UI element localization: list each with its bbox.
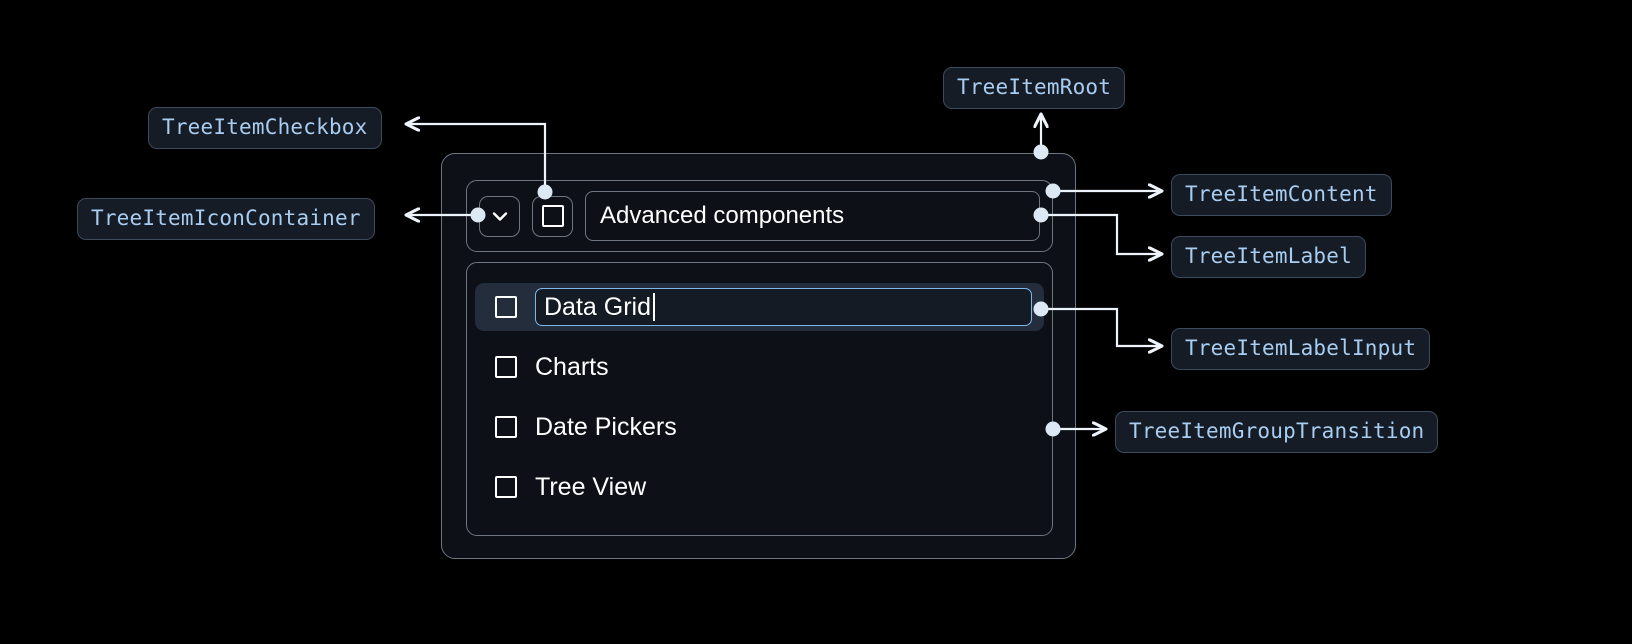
tree-item-label-input-value: Data Grid [544,292,651,321]
tree-item-label[interactable]: Advanced components [585,191,1040,241]
annotation-tree-item-root: TreeItemRoot [943,67,1126,109]
annotation-tree-item-group-transition: TreeItemGroupTransition [1115,411,1439,453]
tree-item-root[interactable]: Advanced components Data Grid Charts Dat… [441,153,1076,559]
annotation-tree-item-checkbox: TreeItemCheckbox [148,107,382,149]
tree-item-content[interactable]: Advanced components [466,180,1053,252]
tree-item-child-row[interactable]: Date Pickers [475,403,1044,451]
tree-item-child-row[interactable]: Charts [475,343,1044,391]
tree-item-icon-container[interactable] [479,195,520,237]
checkbox-box-icon [541,205,564,227]
tree-item-child-row[interactable]: Tree View [475,463,1044,511]
tree-item-label: Charts [535,352,609,381]
chevron-down-icon [492,212,507,221]
tree-item-label: Tree View [535,472,647,501]
tree-item-label-input[interactable]: Data Grid [535,288,1032,326]
text-caret [652,293,655,321]
tree-item-checkbox[interactable] [495,416,517,438]
tree-item-checkbox[interactable] [495,476,517,498]
annotation-tree-item-label-input: TreeItemLabelInput [1171,328,1431,370]
tree-item-label: Date Pickers [535,412,677,441]
tree-item-child-row[interactable]: Data Grid [475,283,1044,331]
annotation-tree-item-label: TreeItemLabel [1171,236,1366,278]
tree-item-checkbox[interactable] [532,195,573,237]
annotation-tree-item-content: TreeItemContent [1171,174,1392,216]
tree-item-checkbox[interactable] [495,296,517,318]
tree-item-group-transition: Data Grid Charts Date Pickers Tree View [466,262,1053,536]
annotation-tree-item-icon-container: TreeItemIconContainer [77,198,375,240]
tree-item-checkbox[interactable] [495,356,517,378]
